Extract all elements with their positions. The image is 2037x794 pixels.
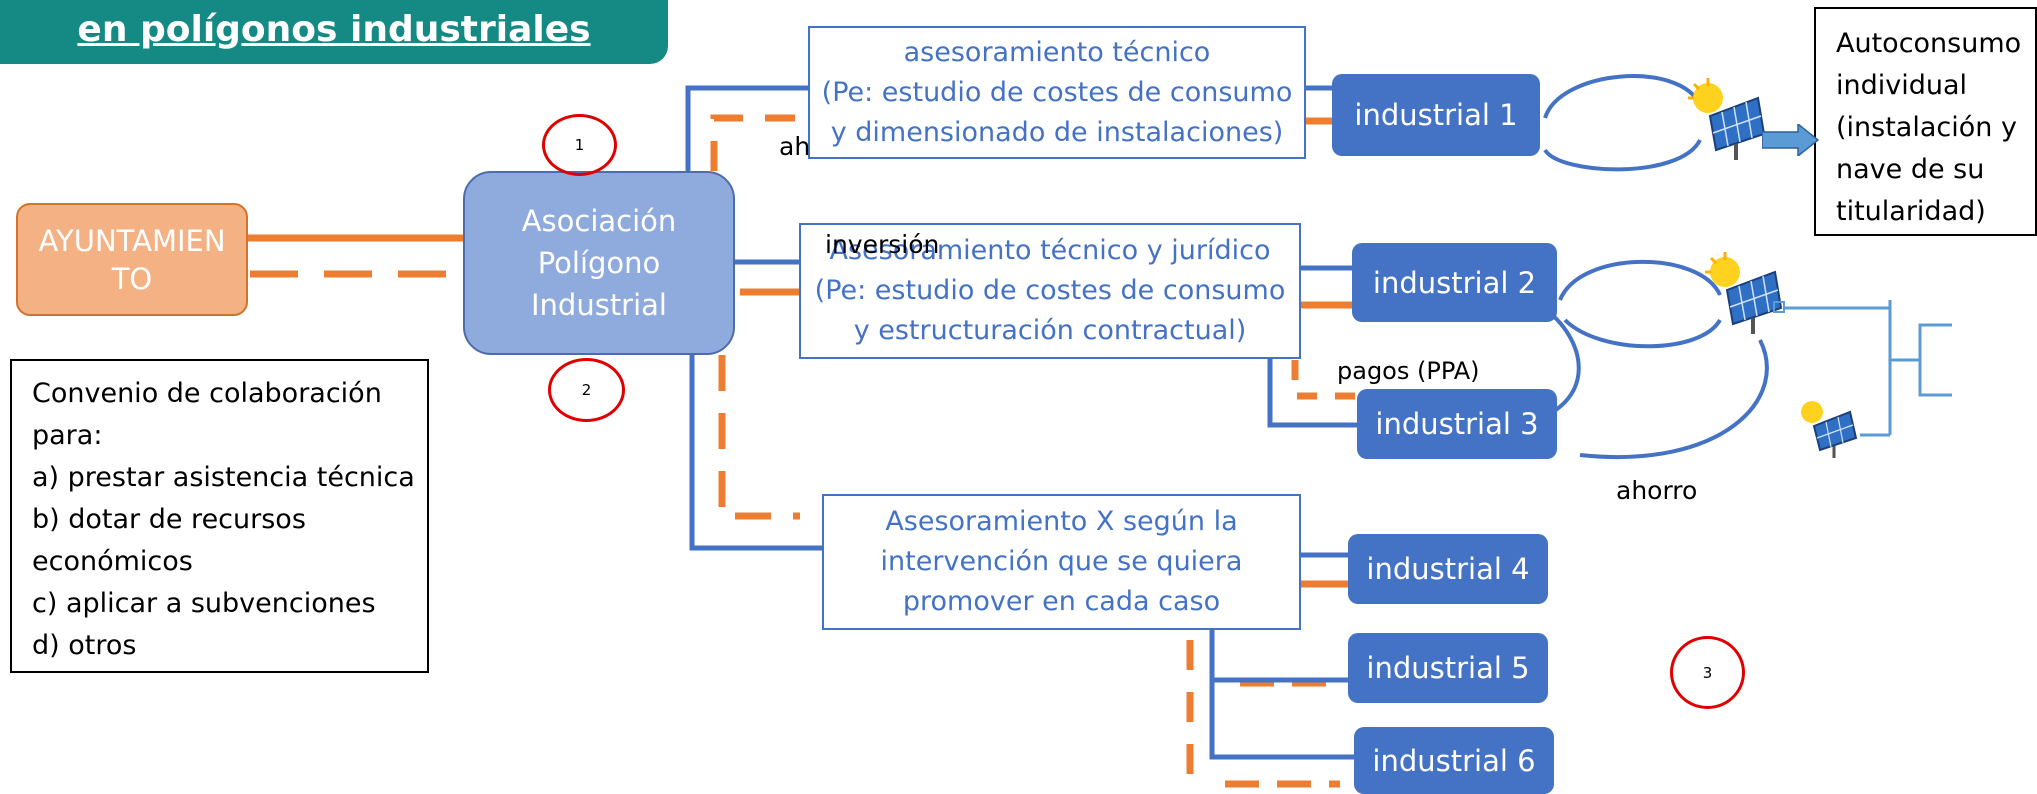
autoconsumo-line: (instalación y: [1836, 112, 2017, 143]
convenio-line: c) aplicar a subvenciones: [32, 588, 376, 619]
asesoramiento-2-line2: (Pe: estudio de costes de consumo: [814, 275, 1286, 306]
asociacion-line3: Industrial: [530, 288, 667, 322]
step-1-number: 1: [574, 136, 585, 154]
asociacion-line2: Polígono: [537, 246, 661, 280]
convenio-line: b) dotar de recursos: [32, 504, 306, 535]
solar-panel-icon: [1705, 252, 1783, 334]
autoconsumo-line: individual: [1836, 70, 1968, 101]
ayuntamiento-box: AYUNTAMIEN TO: [16, 203, 248, 316]
asesoramiento-box-3: Asesoramiento X según la intervención qu…: [822, 494, 1301, 630]
pagos-label: pagos (PPA): [1337, 357, 1480, 385]
industrial-1-label: industrial 1: [1354, 98, 1518, 132]
industrial-5-box: industrial 5: [1348, 633, 1548, 703]
asociacion-line1: Asociación: [521, 204, 677, 238]
asesoramiento-2-line3: y estructuración contractual): [853, 315, 1247, 346]
convenio-line: para:: [32, 420, 103, 451]
right-arrow-icon: [1762, 124, 1820, 156]
industrial-1-box: industrial 1: [1332, 74, 1540, 156]
industrial-6-label: industrial 6: [1372, 743, 1536, 778]
convenio-box: Convenio de colaboración para: a) presta…: [10, 359, 429, 673]
asesoramiento-2-line1: Asesoramiento técnico y jurídico: [829, 235, 1271, 266]
autoconsumo-line: titularidad): [1836, 196, 1986, 227]
convenio-line: d) otros: [32, 630, 137, 661]
convenio-line: Convenio de colaboración: [32, 378, 382, 409]
step-3-circle: 3: [1670, 636, 1745, 709]
industrial-3-label: industrial 3: [1375, 407, 1539, 441]
autoconsumo-line: Autoconsumo: [1836, 28, 2022, 59]
ayuntamiento-line1: AYUNTAMIEN: [38, 223, 226, 258]
convenio-line: económicos: [32, 546, 193, 577]
power-grid-icon: [1773, 301, 1785, 313]
step-2-circle: 2: [548, 358, 625, 422]
inversion-label: inversión: [825, 230, 940, 259]
asesoramiento-1-line1: asesoramiento técnico: [903, 36, 1211, 68]
solar-panel-icon: [1801, 401, 1858, 458]
step-2-number: 2: [581, 381, 592, 399]
banner-title: en polígonos industriales: [0, 0, 668, 64]
industrial-4-box: industrial 4: [1348, 534, 1548, 604]
asesoramiento-3-line3: promover en cada caso: [902, 586, 1221, 617]
industrial-2-box: industrial 2: [1352, 243, 1557, 322]
industrial-5-label: industrial 5: [1366, 651, 1530, 685]
asesoramiento-box-2: Asesoramiento técnico y jurídico (Pe: es…: [799, 223, 1301, 359]
asesoramiento-3-line2: intervención que se quiera: [880, 546, 1243, 577]
asesoramiento-box-1: asesoramiento técnico (Pe: estudio de co…: [808, 26, 1306, 159]
ayuntamiento-line2: TO: [111, 261, 153, 296]
asociacion-box: Asociación Polígono Industrial: [463, 171, 735, 355]
solar-panel-icon: [1688, 78, 1766, 160]
step-1-circle: 1: [542, 114, 617, 176]
industrial-2-label: industrial 2: [1372, 265, 1537, 300]
convenio-line: a) prestar asistencia técnica: [32, 462, 415, 493]
step-3-number: 3: [1702, 663, 1713, 682]
industrial-6-box: industrial 6: [1354, 727, 1554, 794]
autoconsumo-line: nave de su: [1836, 154, 1985, 185]
asesoramiento-1-line3: y dimensionado de instalaciones): [830, 116, 1284, 148]
banner-title-text: en polígonos industriales: [77, 9, 591, 50]
ahorro-partial-label: ah: [779, 132, 811, 161]
asesoramiento-1-line2: (Pe: estudio de costes de consumo: [821, 76, 1293, 108]
autoconsumo-box: Autoconsumo individual (instalación y na…: [1814, 7, 2037, 236]
asesoramiento-3-line1: Asesoramiento X según la: [885, 506, 1238, 537]
industrial-3-box: industrial 3: [1357, 389, 1557, 459]
industrial-4-label: industrial 4: [1366, 552, 1530, 586]
ahorro-label: ahorro: [1616, 476, 1698, 505]
